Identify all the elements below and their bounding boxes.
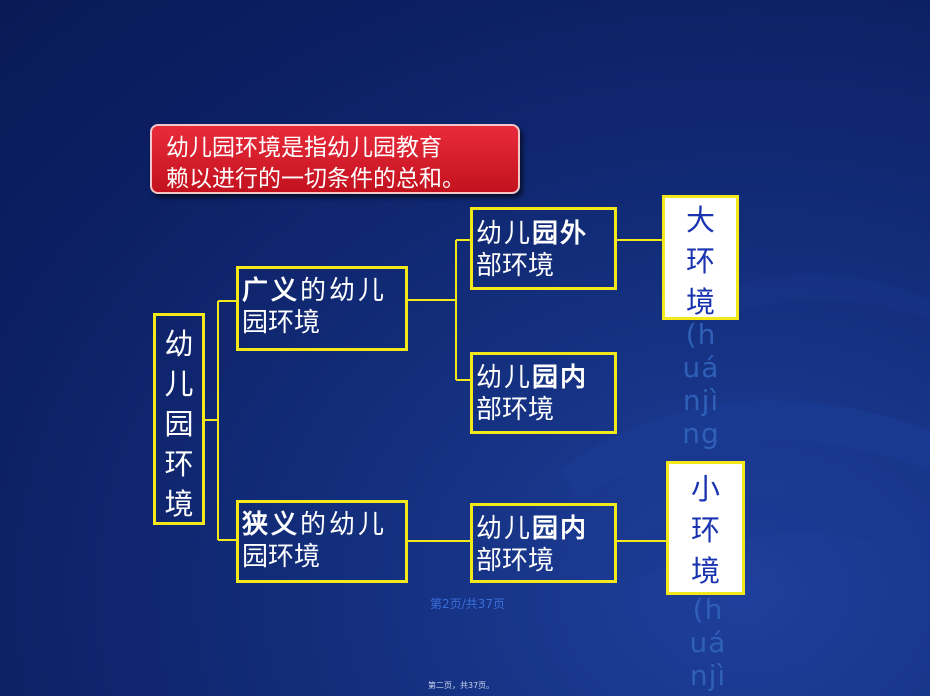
big-env-pinyin: (huánjìng [682,318,720,450]
small-environment-box: 小 环 境 [666,461,745,595]
inner2-plain: 幼儿 [476,514,533,544]
broad-line2: 园环境 [242,308,321,338]
definition-callout: 幼儿园环境是指幼儿园教育 赖以进行的一切条件的总和。 [150,124,520,194]
inner-environment-box: 幼儿园内 部环境 [470,352,617,434]
narrow-sense-box: 狭义的幼儿 园环境 [236,500,408,583]
root-char: 境 [164,487,194,521]
small-env-char: 小 [690,472,720,506]
small-env-char: 境 [690,554,720,588]
broad-rest: 的幼儿 [300,276,388,306]
kindergarten-environment-root: 幼 儿 园 环 境 [153,313,205,525]
small-env-char: 环 [690,513,720,547]
big-environment-box: 大 环 境 [662,195,739,320]
page-number: 第2页/共37页 [430,597,505,611]
big-env-char: 大 [685,203,715,237]
big-env-char: 环 [685,244,715,278]
inner1-plain: 幼儿 [476,363,533,393]
root-char: 幼 [164,327,194,361]
outer-plain: 幼儿 [476,219,533,249]
callout-line-1: 幼儿园环境是指幼儿园教育 [166,135,442,161]
slide-footer: 第二页，共37页。 [428,681,495,690]
root-char: 儿 [164,367,194,401]
broad-sense-box: 广义的幼儿 园环境 [236,266,408,351]
narrow-line2: 园环境 [242,542,321,572]
callout-line-2: 赖以进行的一切条件的总和。 [166,166,465,192]
outer-environment-box: 幼儿园外 部环境 [470,207,617,290]
narrow-bold: 狭义 [242,510,301,540]
inner1-bold: 园内 [532,363,589,393]
inner-environment-box-narrow: 幼儿园内 部环境 [470,503,617,583]
outer-line2: 部环境 [476,251,555,281]
broad-bold: 广义 [242,276,301,306]
narrow-rest: 的幼儿 [300,510,388,540]
big-env-char: 境 [685,285,715,319]
root-char: 园 [164,407,194,441]
outer-bold: 园外 [532,219,589,249]
inner2-line2: 部环境 [476,546,555,576]
inner1-line2: 部环境 [476,395,555,425]
inner2-bold: 园内 [532,514,589,544]
small-env-pinyin: (huánjì [689,593,727,692]
root-char: 环 [164,447,194,481]
